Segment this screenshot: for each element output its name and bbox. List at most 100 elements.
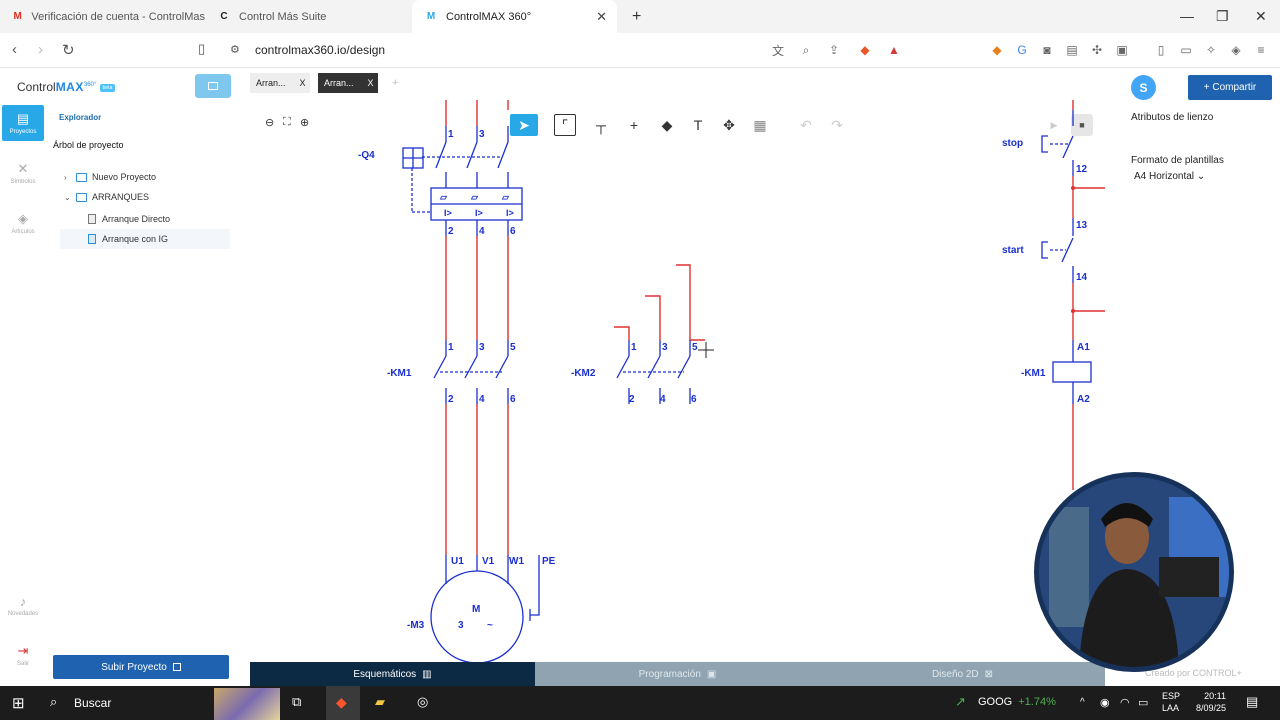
text-tool-button[interactable]: T	[687, 114, 709, 136]
tab-esquematicos[interactable]: Esquemáticos▥	[250, 662, 535, 686]
brave-shield-icon[interactable]: ◆	[860, 43, 870, 57]
close-tab-icon[interactable]: ✕	[596, 8, 607, 24]
tree-label: ARRANQUES	[92, 192, 150, 202]
battery-icon[interactable]: ▭	[1138, 697, 1149, 709]
metamask-icon[interactable]: ◆	[992, 43, 1002, 57]
leo-ai-icon[interactable]: ✧	[1205, 43, 1217, 57]
stock-ticker[interactable]: GOOG+1.74%	[978, 696, 1056, 708]
reload-icon[interactable]: ↻	[62, 42, 75, 59]
forward-icon[interactable]: ›	[38, 41, 43, 58]
taskbar-search[interactable]: Buscar	[74, 696, 112, 710]
share-button[interactable]: + Compartir	[1188, 75, 1272, 100]
fit-screen-icon[interactable]: ⛶	[283, 116, 291, 128]
windows-start-icon[interactable]: ⊞	[12, 695, 25, 712]
new-tab-button[interactable]: +	[632, 7, 642, 25]
schematic-canvas[interactable]: ▱▱▱ I>I>I> -Q4 1 3 2 4 6 -KM1 1 3 5 2 4 …	[250, 100, 1105, 662]
undo-button[interactable]: ↶	[795, 114, 817, 136]
zoom-icon[interactable]: ⌕	[802, 42, 810, 57]
tab-programacion[interactable]: Programación▣	[535, 662, 820, 686]
tree-label: Arranque con IG	[102, 234, 169, 244]
stop-button[interactable]: ■	[1071, 114, 1093, 136]
puzzle-icon[interactable]: ✣	[1091, 43, 1103, 57]
menu-icon[interactable]: ≡	[1257, 43, 1265, 57]
project-tree-title: Árbol de proyecto	[53, 140, 124, 150]
text-icon: T	[693, 117, 703, 133]
restore-icon[interactable]: ❐	[1216, 8, 1229, 24]
tree-item-nuevo-proyecto[interactable]: › Nuevo Proyecto	[64, 167, 156, 187]
tab-diseno-2d[interactable]: Diseño 2D⊠	[820, 662, 1105, 686]
terminal-label: 12	[1076, 164, 1088, 175]
play-icon: ▶	[1050, 119, 1058, 130]
template-format-select[interactable]: A4 Horizontal ⌄	[1134, 171, 1205, 182]
search-highlight-image	[214, 688, 280, 720]
close-doc-tab-button[interactable]: X	[367, 78, 374, 88]
back-icon[interactable]: ‹	[12, 41, 17, 58]
user-avatar[interactable]: S	[1131, 75, 1156, 100]
location-icon[interactable]: ◉	[1100, 697, 1110, 709]
translate-icon[interactable]: 文	[771, 43, 784, 58]
browser-tab-suite[interactable]: C Control Más Suite	[205, 0, 410, 33]
language-indicator[interactable]: ESP LAA	[1162, 690, 1180, 714]
rail-proyectos[interactable]: ▤ Proyectos	[2, 105, 44, 141]
brave-rewards-icon[interactable]: ▲	[888, 43, 900, 57]
wire-tool-button[interactable]: ⌜	[554, 114, 576, 136]
terminal-label: A1	[1077, 342, 1090, 353]
motor-terminal: W1	[509, 556, 524, 567]
notifications-icon[interactable]: ▤	[1246, 694, 1259, 709]
select-tool-button[interactable]: ➤	[510, 114, 538, 136]
eraser-tool-button[interactable]: ◆	[656, 114, 678, 136]
obs-icon[interactable]: ◎	[417, 694, 429, 709]
screenshot-ext-icon[interactable]: ▣	[1116, 43, 1128, 57]
zoom-in-icon[interactable]: ⊕	[300, 117, 310, 129]
chevron-right-icon[interactable]: ›	[64, 172, 67, 182]
sidebar-toggle-icon[interactable]: ▯	[1157, 43, 1165, 57]
logo-brand: MAX	[55, 80, 84, 94]
redo-button[interactable]: ↷	[826, 114, 848, 136]
rail-simbolos[interactable]: ✕ Símbolos	[2, 155, 44, 191]
rail-salir[interactable]: ⇥ Salir	[2, 637, 44, 673]
site-settings-icon[interactable]: ⚙	[230, 44, 240, 56]
grid-tool-button[interactable]: ▦	[749, 114, 771, 136]
terminal-label: 1	[448, 342, 454, 353]
new-folder-button[interactable]	[195, 74, 231, 98]
minimize-icon[interactable]: —	[1180, 8, 1194, 24]
cross-tool-button[interactable]: +	[623, 114, 645, 136]
wallet-icon[interactable]: ▭	[1180, 43, 1192, 57]
wifi-icon[interactable]: ◠	[1120, 697, 1130, 709]
chevron-up-icon[interactable]: ^	[1080, 697, 1085, 708]
upload-project-button[interactable]: Subir Proyecto	[53, 655, 229, 679]
rail-articulos[interactable]: ◈ Artículos	[2, 205, 44, 241]
system-clock[interactable]: 20:11 8/09/25	[1196, 690, 1226, 714]
junction-tool-button[interactable]: ┬	[590, 114, 612, 136]
share-page-icon[interactable]: ⇪	[828, 43, 840, 57]
chevron-down-icon[interactable]: ⌄	[64, 192, 71, 202]
play-button[interactable]: ▶	[1043, 114, 1065, 136]
bottom-tabs: Esquemáticos▥ Programación▣ Diseño 2D⊠	[250, 662, 1105, 686]
tree-item-arranques[interactable]: ⌄ ARRANQUES	[64, 187, 149, 207]
doc-tab-2[interactable]: Arran... X	[318, 73, 378, 93]
move-tool-button[interactable]: ✥	[718, 114, 740, 136]
camera-ext-icon[interactable]: ◙	[1043, 43, 1051, 57]
bookmark-icon[interactable]: ▯	[198, 41, 206, 56]
doc-tab-1[interactable]: Arran... X	[250, 73, 310, 93]
browser-tab-verificacion[interactable]: M Verificación de cuenta - ControlMas	[0, 0, 206, 33]
tree-label: Nuevo Proyecto	[92, 172, 157, 182]
add-doc-tab-button[interactable]: +	[392, 77, 399, 89]
tree-item-arranque-directo[interactable]: Arranque Directo	[88, 209, 170, 229]
tree-item-arranque-ig[interactable]: Arranque con IG	[60, 229, 230, 249]
rail-novedades[interactable]: ♪ Novedades	[2, 587, 44, 623]
file-explorer-icon[interactable]: ▰	[375, 694, 385, 709]
folder-icon	[76, 192, 87, 202]
url-field[interactable]: controlmax360.io/design	[255, 43, 386, 57]
google-translate-icon[interactable]: G	[1017, 43, 1027, 57]
task-view-icon[interactable]: ⧉	[292, 694, 302, 709]
search-icon[interactable]: ⌕	[50, 694, 58, 709]
vpn-icon[interactable]: ◈	[1231, 43, 1241, 57]
browser-tab-controlmax[interactable]: M ControlMAX 360° ✕	[412, 0, 617, 33]
close-doc-tab-button[interactable]: X	[299, 78, 306, 88]
code-ext-icon[interactable]: ▤	[1066, 43, 1078, 57]
gmail-icon: M	[13, 11, 22, 22]
close-window-icon[interactable]: ✕	[1255, 8, 1267, 24]
zoom-out-icon[interactable]: ⊖	[265, 117, 275, 129]
brave-taskbar-button[interactable]: ◆	[326, 686, 360, 720]
